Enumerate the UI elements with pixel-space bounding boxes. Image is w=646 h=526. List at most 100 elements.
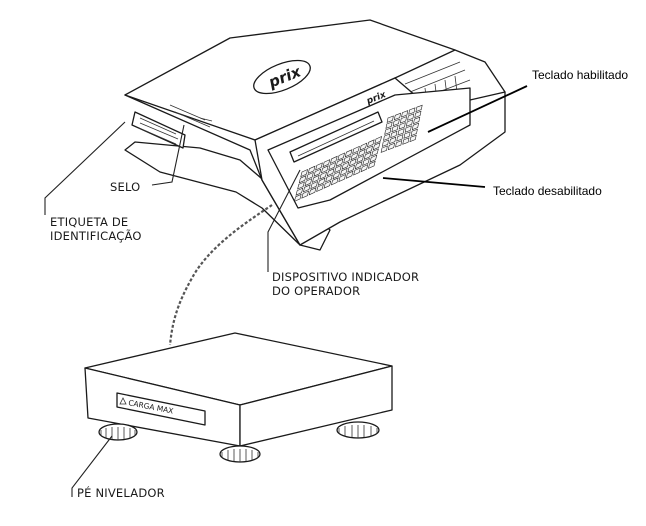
keyboard-enabled-key (404, 125, 412, 133)
keyboard-disabled-key (334, 164, 342, 174)
capacity-plate (116, 392, 206, 426)
keyboard-enabled-key (405, 119, 414, 127)
keyboard-disabled-key (374, 135, 383, 145)
keyboard-enabled-key (385, 121, 393, 129)
keyboard-disabled-key (357, 148, 366, 157)
keyboard-disabled-key (320, 165, 329, 174)
indicator-unit: prix prix (124, 19, 506, 251)
keyboard-disabled-key (363, 151, 372, 160)
label-pe-nivelador: PÉ NIVELADOR (77, 485, 165, 500)
keyboard-disabled-key (330, 177, 339, 186)
keyboard-disabled-key (366, 139, 375, 148)
keyboard-disabled-key (369, 154, 378, 163)
label-etiqueta-line2: IDENTIFICAÇÃO (50, 228, 142, 243)
label-selo: SELO (110, 180, 140, 194)
keyboard-disabled-key (328, 161, 337, 171)
keyboard-enabled-key (408, 107, 416, 115)
keyboard-disabled-key (307, 165, 316, 174)
keyboard-disabled-key (310, 180, 319, 190)
keyboard-disabled-key (304, 178, 313, 187)
keyboard-disabled-key (319, 171, 328, 180)
keyboard-enabled-key (401, 110, 409, 118)
keyboard-disabled-key (308, 187, 317, 196)
keyboard-disabled-key (371, 148, 379, 157)
keyboard-disabled-key (339, 167, 348, 176)
keyboard-disabled-key (354, 161, 363, 170)
label-etiqueta-line1: ETIQUETA DE (50, 215, 128, 229)
keyboard-disabled-key (301, 190, 310, 199)
labels: SELO ETIQUETA DE IDENTIFICAÇÃO DISPOSITI… (50, 68, 628, 500)
keyboard-enabled-key (395, 140, 403, 148)
keyboard-disabled-key (338, 173, 347, 183)
keyboard-disabled-key (297, 181, 305, 190)
keyboard-disabled-key (353, 167, 361, 176)
keyboard-disabled-key (323, 180, 332, 189)
keyboard-enabled-key (389, 136, 397, 145)
keyboard-enabled-key (386, 115, 394, 123)
label-dispositivo-line1: DISPOSITIVO INDICADOR (272, 270, 419, 284)
keyboard-enabled-key (407, 113, 415, 121)
identification-label (131, 111, 186, 149)
keyboard-enabled-key (393, 112, 402, 121)
label-dispositivo-line2: DO OPERADOR (272, 284, 360, 298)
keyboard-enabled-key (390, 130, 398, 139)
keyboard-disabled-key (367, 160, 376, 169)
keyboard-disabled-key (347, 164, 356, 173)
keyboard-disabled-key (335, 158, 344, 167)
keyboard-enabled-key (383, 133, 391, 141)
keyboard-enabled-key (413, 116, 421, 125)
plate-warning-triangle (119, 397, 127, 405)
leader-teclado-habilitado (427, 85, 528, 133)
weighing-platform: CARGA MAX (84, 332, 393, 463)
leveling-foot-front (219, 445, 261, 463)
keyboard-disabled-key (325, 174, 333, 183)
leader-lines (44, 85, 528, 497)
keyboard-disabled-key (293, 193, 302, 202)
leader-teclado-desabilitado (382, 177, 486, 188)
keyboard-disabled-key (348, 158, 357, 167)
label-teclado-habilitado: Teclado habilitado (532, 68, 628, 82)
logo-oval (253, 59, 311, 95)
keyboard-disabled-key (356, 154, 365, 164)
keyboard-disabled-key (337, 152, 346, 161)
keyboard-disabled-key (302, 184, 311, 193)
keyboard-disabled-key (341, 161, 350, 170)
keyboard-disabled-key (298, 175, 307, 184)
keyboard-enabled-key (381, 139, 390, 147)
keyboard-disabled-key (313, 168, 322, 177)
keyboard-disabled-key (322, 159, 331, 168)
keyboard-disabled-key (345, 170, 354, 179)
keyboard-enabled-key (380, 145, 388, 153)
keyboard-enabled-key (398, 122, 406, 130)
keyboard-disabled-key (316, 183, 324, 193)
keyboard-disabled-key (332, 171, 341, 180)
keyboard-disabled-key (317, 177, 326, 186)
keyboard-disabled-key (372, 142, 381, 151)
seal-marks (169, 104, 213, 128)
label-teclado-desabilitado: Teclado desabilitado (493, 184, 602, 198)
keyboard-enabled-key (411, 122, 420, 131)
leader-dispositivo (267, 169, 301, 272)
keyboard-disabled-key (306, 171, 314, 181)
keyboard-disabled-key (326, 168, 335, 177)
leader-etiqueta (44, 121, 126, 215)
keyboard-disabled-key (360, 164, 369, 173)
leveling-foot-right (336, 421, 380, 439)
keyboard-disabled-key (343, 155, 351, 164)
keyboard-disabled-key (295, 187, 304, 196)
keyboard-disabled-key (300, 168, 309, 178)
keyboard-enabled-key (396, 134, 404, 142)
platform-right-face (239, 365, 393, 447)
keyboard-enabled-key (391, 124, 399, 133)
keyboard-disabled-key (329, 155, 338, 164)
display-segments (297, 120, 375, 157)
keyboard-enabled-key (397, 128, 405, 136)
keyboard-disabled-key (352, 145, 360, 155)
connection-cable (168, 204, 273, 346)
leader-pe-nivelador (71, 435, 113, 497)
keyboard-enabled-key (392, 118, 400, 127)
keyboard-enabled-key (415, 104, 423, 113)
keyboard-enabled (380, 104, 423, 153)
keyboard-enabled-key (403, 131, 411, 139)
keyboard-enabled-key (414, 110, 422, 119)
